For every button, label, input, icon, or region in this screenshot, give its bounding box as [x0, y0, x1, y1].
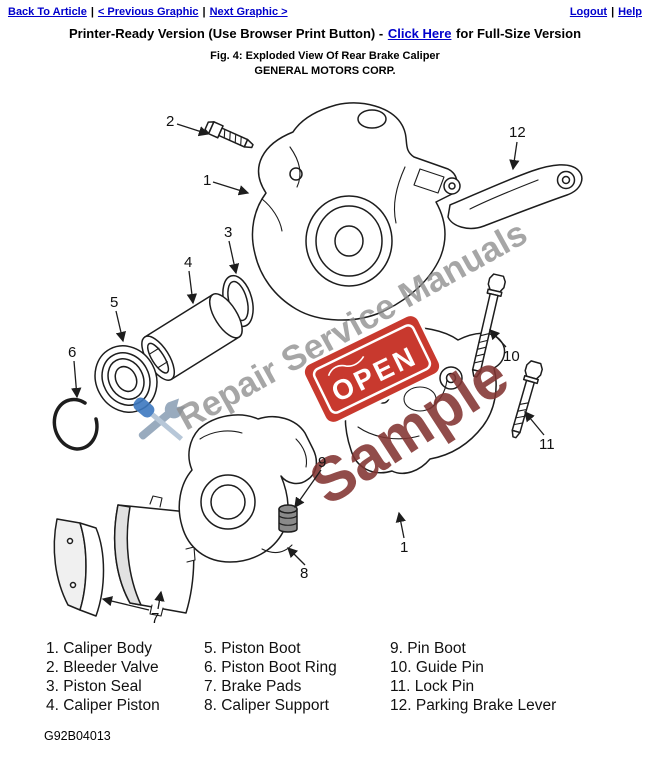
legend-item-2: 2. Bleeder Valve — [46, 659, 159, 676]
callout-11: 11 — [539, 436, 555, 453]
callout-5: 5 — [110, 294, 118, 311]
legend-column-1: 1. Caliper Body 2. Bleeder Valve 3. Pist… — [46, 639, 204, 715]
callout-4: 4 — [184, 254, 192, 271]
caliper-body — [251, 102, 461, 321]
next-graphic-link[interactable]: Next Graphic > — [209, 6, 288, 18]
help-link[interactable]: Help — [618, 6, 642, 18]
nav-left: Back To Article | < Previous Graphic | N… — [8, 6, 288, 18]
legend-item-8: 8. Caliper Support — [204, 697, 329, 714]
brake-pads — [53, 495, 196, 617]
legend-column-2: 5. Piston Boot 6. Piston Boot Ring 7. Br… — [204, 639, 390, 715]
legend-item-11: 11. Lock Pin — [390, 678, 475, 695]
legend-item-10: 10. Guide Pin — [390, 659, 484, 676]
click-here-link[interactable]: Click Here — [387, 26, 452, 41]
parking-brake-lever — [447, 164, 583, 230]
callout-numbers: 2 1 12 3 4 5 6 10 11 9 8 1 7 — [68, 113, 555, 627]
figure-caption: Fig. 4: Exploded View Of Rear Brake Cali… — [210, 50, 440, 62]
printer-ready-suffix: for Full-Size Version — [456, 26, 582, 41]
legend-item-5: 5. Piston Boot — [204, 640, 301, 657]
legend-item-1: 1. Caliper Body — [46, 640, 152, 657]
callout-1: 1 — [203, 172, 211, 189]
nav-right: Logout | Help — [570, 6, 642, 18]
piston-boot — [94, 345, 158, 413]
callout-1b: 1 — [400, 539, 408, 556]
legend-column-3: 9. Pin Boot 10. Guide Pin 11. Lock Pin 1… — [390, 639, 650, 715]
nav-separator: | — [202, 6, 206, 18]
pin-boot — [278, 504, 298, 533]
back-to-article-link[interactable]: Back To Article — [8, 6, 87, 18]
callout-9: 9 — [318, 454, 326, 471]
legend-item-6: 6. Piston Boot Ring — [204, 659, 337, 676]
callout-2: 2 — [166, 113, 174, 130]
callout-10: 10 — [503, 348, 520, 365]
callout-12: 12 — [509, 124, 526, 141]
parts-legend: 1. Caliper Body 2. Bleeder Valve 3. Pist… — [46, 639, 650, 715]
legend-item-3: 3. Piston Seal — [46, 678, 142, 695]
logout-link[interactable]: Logout — [569, 6, 608, 18]
nav-separator: | — [90, 6, 94, 18]
printer-ready-line: Printer-Ready Version (Use Browser Print… — [0, 26, 650, 41]
figure-id: G92B04013 — [44, 729, 111, 743]
bleeder-valve — [204, 121, 254, 149]
company-name: GENERAL MOTORS CORP. — [254, 65, 396, 77]
callout-7: 7 — [151, 610, 159, 627]
callout-3: 3 — [224, 224, 232, 241]
callout-6: 6 — [68, 344, 76, 361]
legend-item-4: 4. Caliper Piston — [46, 697, 160, 714]
exploded-diagram: Repair Service Manuals OPEN Sample 2 1 1… — [0, 79, 650, 635]
lock-pin — [511, 360, 543, 439]
previous-graphic-link[interactable]: < Previous Graphic — [97, 6, 199, 18]
caliper-support — [178, 414, 318, 563]
legend-item-12: 12. Parking Brake Lever — [390, 697, 557, 714]
top-navigation: Back To Article | < Previous Graphic | N… — [0, 0, 650, 18]
legend-item-7: 7. Brake Pads — [204, 678, 302, 695]
callout-leaders — [71, 123, 545, 611]
piston-boot-ring — [52, 397, 99, 451]
tools-icon — [133, 397, 186, 441]
callout-8: 8 — [300, 565, 308, 582]
nav-separator: | — [611, 6, 615, 18]
legend-item-9: 9. Pin Boot — [390, 640, 466, 657]
printer-ready-prefix: Printer-Ready Version (Use Browser Print… — [68, 26, 384, 41]
caliper-piston — [141, 293, 243, 381]
